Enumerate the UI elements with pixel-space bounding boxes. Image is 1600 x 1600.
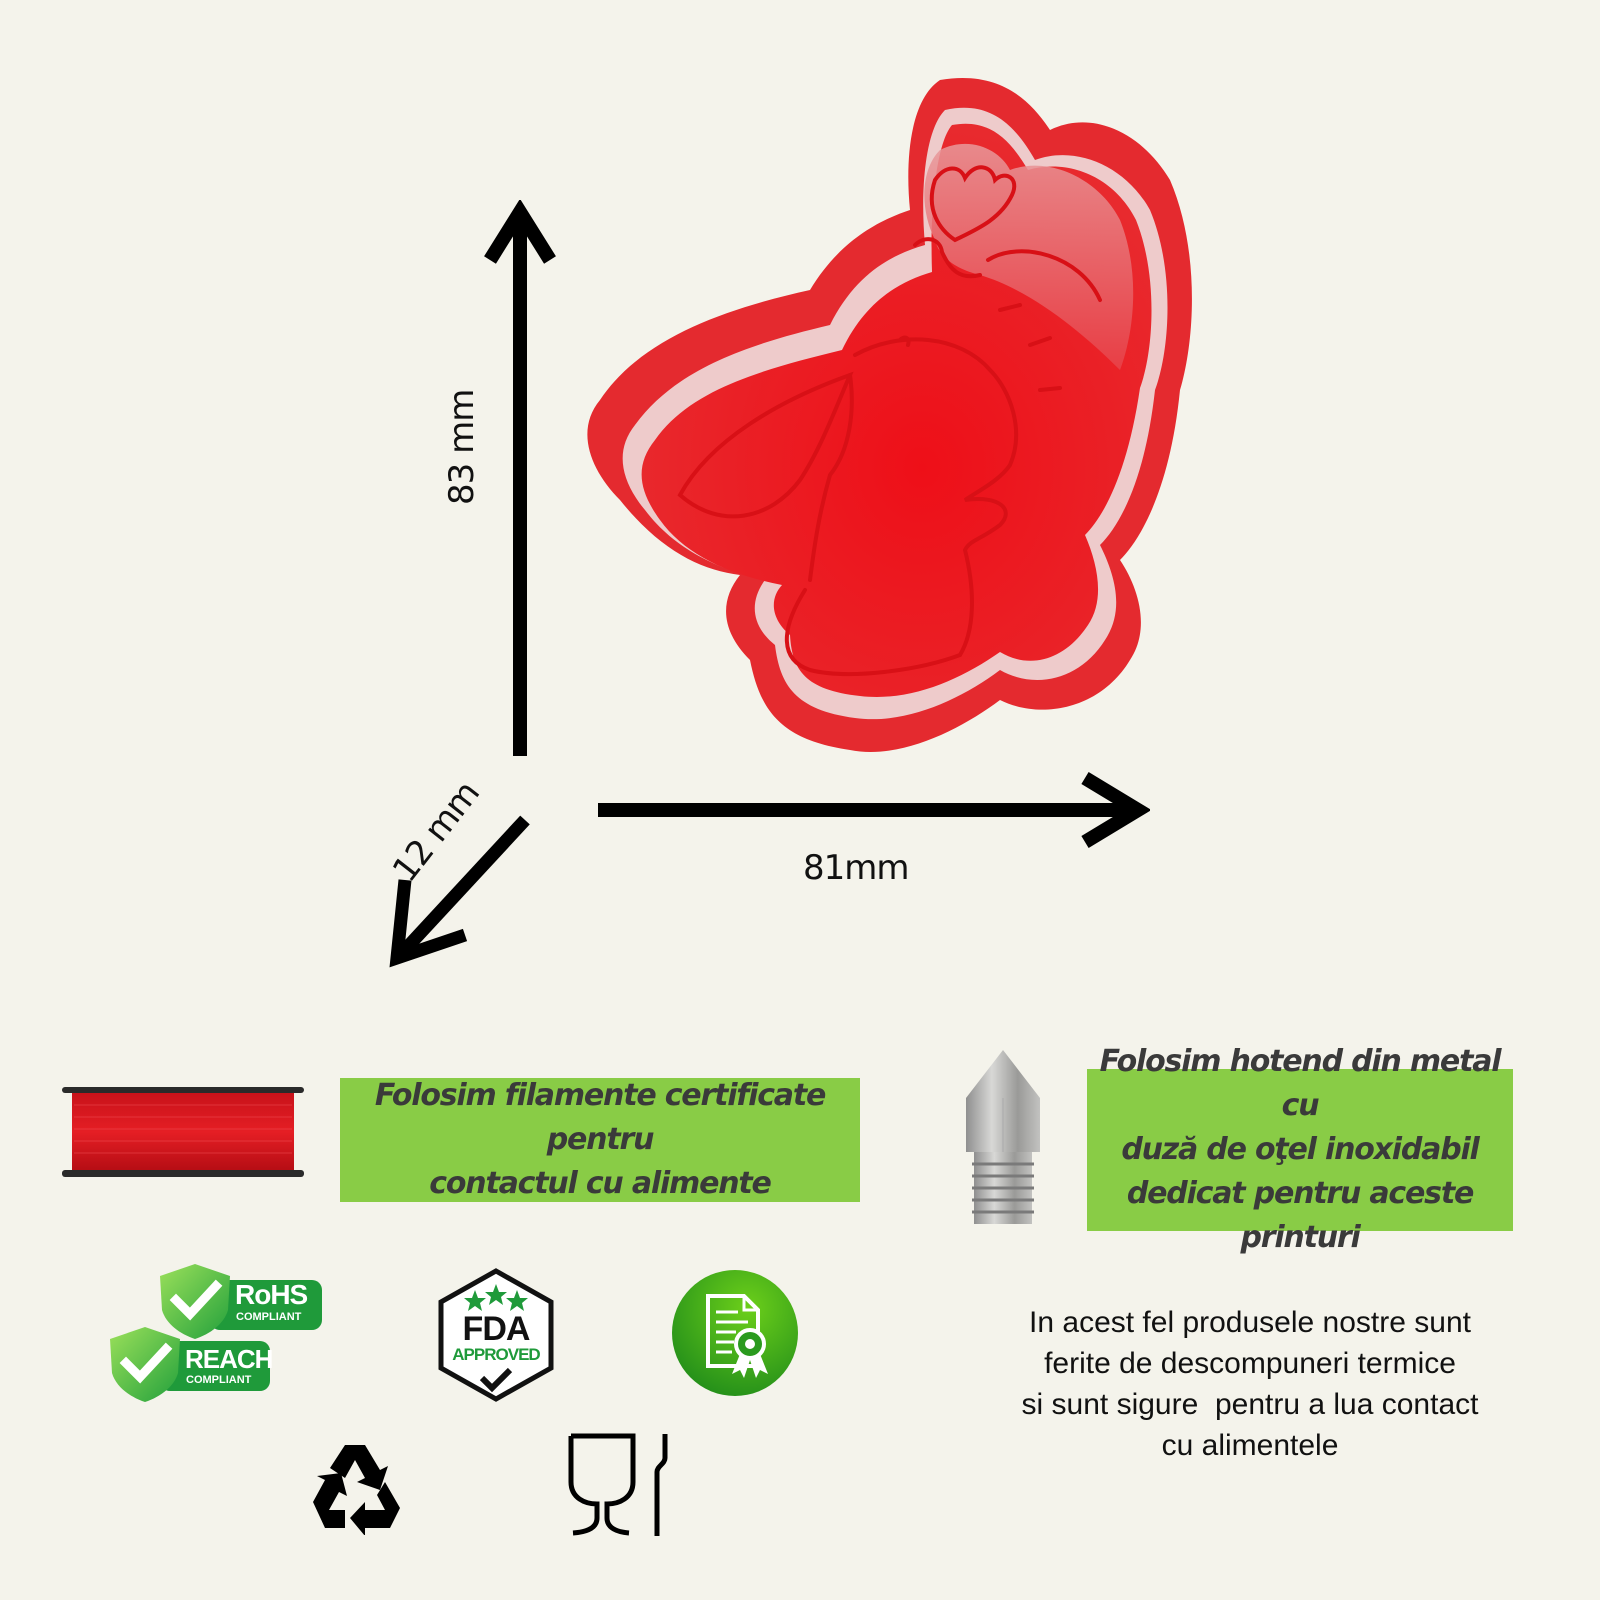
shield-check-icon — [110, 1327, 270, 1402]
product-image — [580, 70, 1220, 770]
width-arrow — [590, 770, 1150, 850]
certificate-document-icon — [672, 1270, 798, 1396]
safety-info-line: In acest fel produsele nostre sunt — [1029, 1306, 1471, 1339]
shield-check-icon — [160, 1264, 322, 1339]
filament-info-box: Folosim filamente certificate pentru con… — [340, 1078, 860, 1202]
reach-badge — [110, 1325, 275, 1405]
recycle-icon — [313, 1445, 400, 1535]
arrow-up-icon — [484, 200, 556, 756]
fda-title: FDA — [462, 1310, 531, 1348]
food-safe-symbol — [565, 1432, 675, 1538]
arrow-right-icon — [598, 772, 1150, 848]
recycle-symbol — [305, 1440, 405, 1535]
safety-info-line: si sunt sigure pentru a lua contact — [1021, 1388, 1479, 1421]
height-label: 83 mm — [442, 389, 482, 505]
certificate-badge — [670, 1268, 800, 1398]
height-arrow — [480, 200, 560, 760]
filament-info-line: contactul cu alimente — [429, 1166, 772, 1201]
nozzle-info-line: duză de oţel inoxidabil — [1121, 1132, 1480, 1167]
rohs-title: RoHS — [235, 1279, 308, 1310]
nozzle-icon — [966, 1050, 1040, 1224]
fda-hexagon-icon — [438, 1268, 554, 1402]
width-label: 81mm — [803, 848, 910, 888]
fda-badge — [437, 1268, 555, 1402]
glass-fork-icon — [568, 1433, 668, 1536]
filament-info-line: Folosim filamente certificate pentru — [374, 1078, 826, 1157]
nozzle-image — [962, 1050, 1044, 1228]
arrow-down-left-icon — [389, 815, 530, 968]
rohs-badge — [160, 1262, 325, 1340]
nozzle-info-line: Folosim hotend din metal cu — [1099, 1044, 1502, 1123]
filament-spool-image — [62, 1085, 304, 1180]
rohs-subtitle: COMPLIANT — [236, 1311, 302, 1323]
nozzle-info-line: dedicat pentru aceste printuri — [1126, 1176, 1474, 1255]
filament-spool-icon — [62, 1087, 304, 1177]
fda-subtitle: APPROVED — [452, 1345, 540, 1364]
safety-info-line: ferite de descompuneri termice — [1044, 1347, 1456, 1380]
safety-info-line: cu alimentele — [1161, 1429, 1339, 1462]
safety-info-text: In acest fel produsele nostre sunt ferit… — [1010, 1302, 1490, 1466]
reach-title: REACH — [185, 1344, 273, 1374]
bunny-cookie-cutter-icon — [587, 78, 1192, 752]
reach-subtitle: COMPLIANT — [186, 1374, 252, 1386]
depth-arrow — [385, 810, 535, 970]
nozzle-info-box: Folosim hotend din metal cu duză de oţel… — [1087, 1044, 1513, 1255]
